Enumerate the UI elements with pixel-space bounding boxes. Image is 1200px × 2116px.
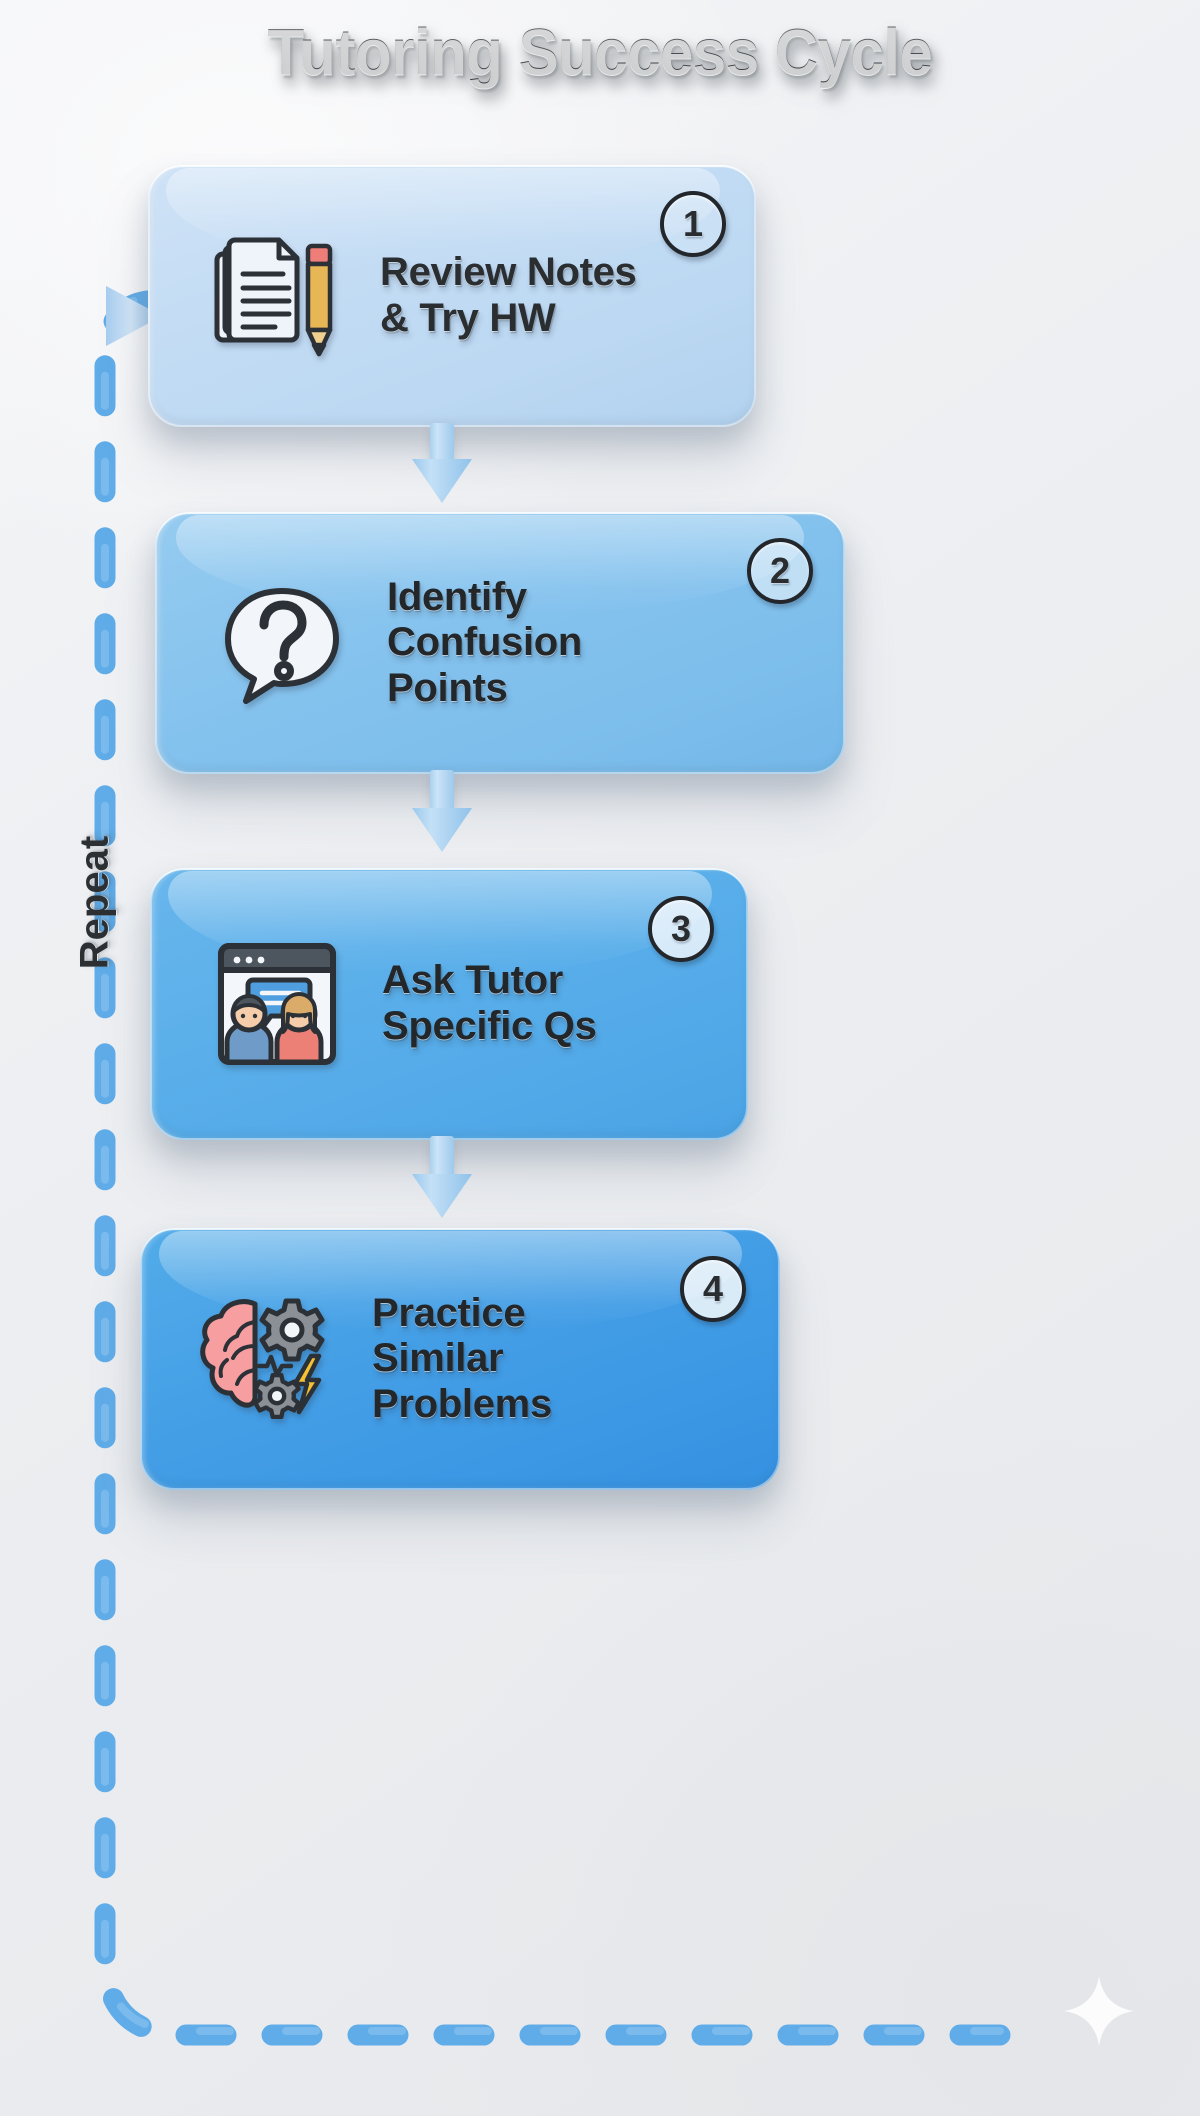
connector-arrowhead xyxy=(412,1174,472,1218)
video-call-people-icon xyxy=(202,938,352,1070)
step-4-badge: 4 xyxy=(680,1256,746,1322)
step-2-badge: 2 xyxy=(747,538,813,604)
step-3-label: Ask Tutor Specific Qs xyxy=(382,958,597,1048)
repeat-label: Repeat xyxy=(72,835,117,970)
page-title-container: Tutoring Success Cycle xyxy=(0,14,1200,89)
step-2-label: Identify Confusion Points xyxy=(387,574,583,710)
page-title: Tutoring Success Cycle xyxy=(267,15,933,89)
step-4-label: Practice Similar Problems xyxy=(372,1290,552,1426)
connector-stem xyxy=(430,423,454,465)
connector-arrow-3-to-4 xyxy=(412,1136,472,1218)
step-1-badge: 1 xyxy=(660,191,726,257)
step-card-2[interactable]: Identify Confusion Points 2 xyxy=(155,512,845,774)
step-card-3[interactable]: Ask Tutor Specific Qs 3 xyxy=(150,868,748,1140)
sparkle-icon xyxy=(1064,1976,1134,2046)
question-speech-bubble-icon xyxy=(207,579,357,707)
connector-stem xyxy=(430,1136,454,1180)
connector-arrowhead xyxy=(412,808,472,852)
connector-arrow-1-to-2 xyxy=(412,423,472,503)
repeat-arrowhead-icon xyxy=(106,286,162,346)
step-1-label: Review Notes & Try HW xyxy=(380,250,637,340)
connector-arrowhead xyxy=(412,459,472,503)
step-3-badge: 3 xyxy=(648,896,714,962)
step-card-4[interactable]: Practice Similar Problems 4 xyxy=(140,1228,780,1490)
connector-arrow-2-to-3 xyxy=(412,770,472,852)
brain-gears-icon xyxy=(192,1294,342,1424)
step-card-1[interactable]: Review Notes & Try HW 1 xyxy=(148,165,756,427)
documents-pencil-icon xyxy=(200,232,350,360)
connector-stem xyxy=(430,770,454,814)
